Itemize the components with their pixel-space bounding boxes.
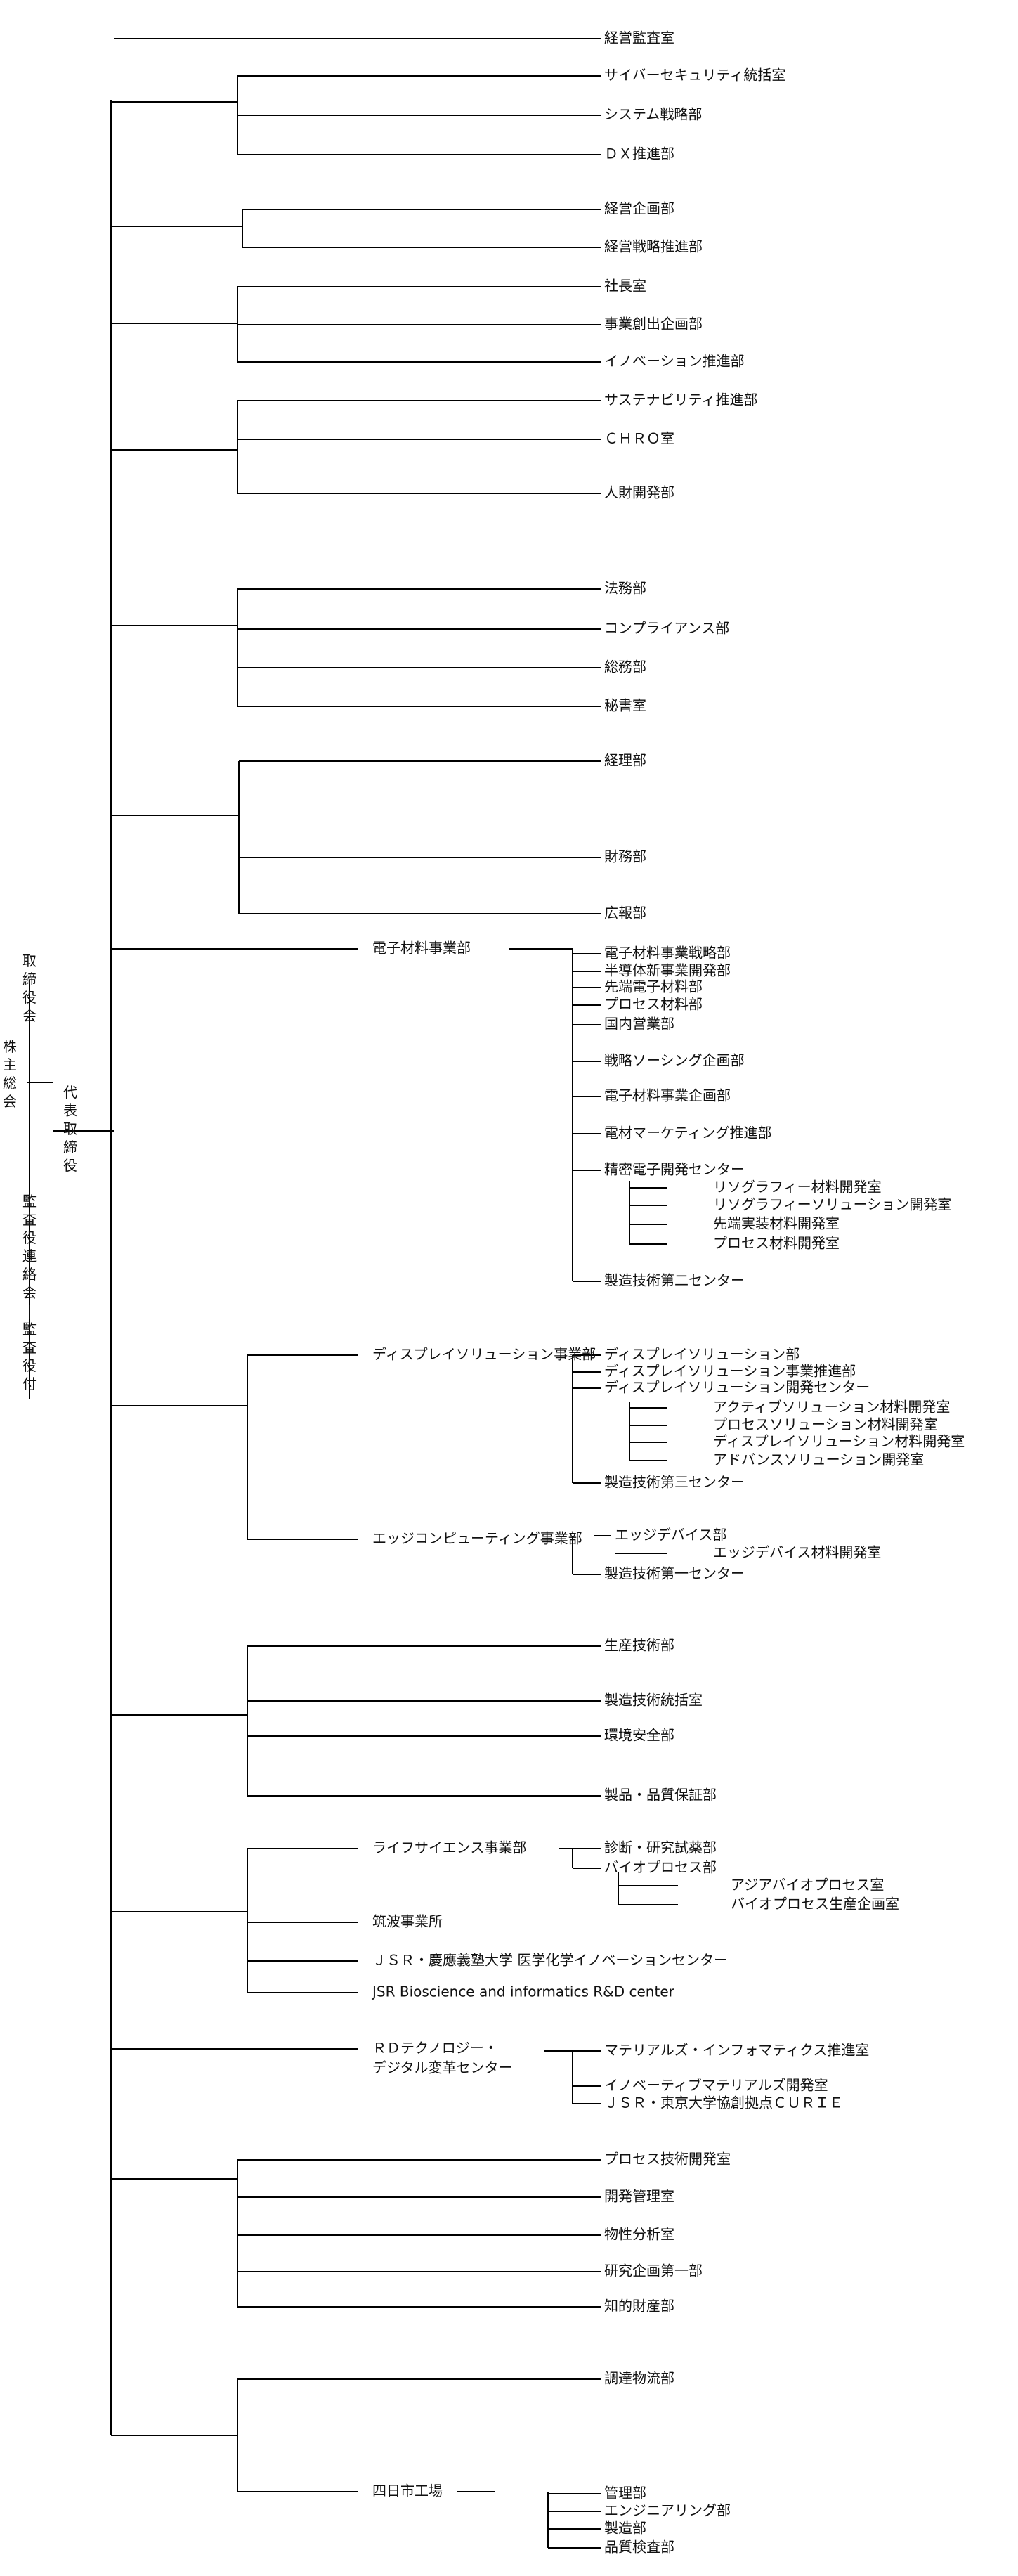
- unit-active: アクティブソリューション材料開発室: [713, 1399, 950, 1416]
- unit-seimitsu: 精密電子開発センター: [604, 1161, 745, 1178]
- unit-shindan: 診断・研究試薬部: [604, 1839, 717, 1856]
- unit-zaimu: 財務部: [604, 848, 646, 865]
- unit-elec-kikaku: 電子材料事業企画部: [604, 1087, 731, 1104]
- unit-seizo-bu: 製造部: [604, 2520, 646, 2537]
- unit-system: システム戦略部: [604, 106, 702, 123]
- unit-hinshitsu-kensa: 品質検査部: [604, 2539, 674, 2556]
- board-label: 取締役会: [22, 952, 37, 1024]
- unit-hinshitsu: 製品・品質保証部: [604, 1787, 717, 1804]
- connector-lines: [27, 38, 678, 2549]
- unit-litho-sol: リソグラフィーソリューション開発室: [713, 1196, 951, 1213]
- representative-label: 代表取締役: [63, 1084, 77, 1174]
- unit-innovation: イノベーション推進部: [604, 353, 745, 370]
- unit-seizo-tokatsu: 製造技術統括室: [604, 1692, 703, 1709]
- unit-keiei-senryaku: 経営戦略推進部: [604, 238, 703, 255]
- unit-keiei-kikaku: 経営企画部: [604, 200, 674, 217]
- unit-process-kaihatsu: プロセス材料開発室: [713, 1235, 840, 1252]
- unit-kankyo: 環境安全部: [604, 1727, 674, 1744]
- unit-disp-bu: ディスプレイソリューション部: [604, 1346, 800, 1363]
- unit-sourcing: 戦略ソーシング企画部: [604, 1052, 745, 1069]
- unit-elec-div: 電子材料事業部: [372, 940, 471, 957]
- unit-seisan-gijutsu: 生産技術部: [604, 1637, 674, 1654]
- unit-rd2: デジタル変革センター: [372, 2059, 513, 2076]
- unit-kenkyu-kikaku: 研究企画第一部: [604, 2263, 703, 2279]
- unit-innov-mat: イノベーティブマテリアルズ開発室: [604, 2077, 828, 2094]
- unit-advance: アドバンスソリューション開発室: [713, 1451, 924, 1468]
- unit-tsukuba: 筑波事業所: [372, 1913, 443, 1930]
- unit-chiteki: 知的財産部: [604, 2298, 674, 2315]
- unit-seizo1: 製造技術第一センター: [604, 1565, 745, 1582]
- unit-process-zairyo: プロセス材料部: [604, 996, 703, 1013]
- unit-seizo2: 製造技術第二センター: [604, 1272, 745, 1289]
- unit-edge-div: エッジコンピューティング事業部: [372, 1530, 582, 1547]
- unit-keiei-kansa: 経営監査室: [604, 30, 674, 46]
- unit-bio-bu: バイオプロセス部: [604, 1859, 717, 1876]
- unit-compliance: コンプライアンス部: [604, 620, 729, 637]
- unit-chotatsu: 調達物流部: [604, 2370, 674, 2387]
- unit-homu: 法務部: [604, 580, 646, 597]
- unit-hisho: 秘書室: [604, 697, 646, 714]
- unit-denzai-mkt: 電材マーケティング推進部: [604, 1125, 771, 1141]
- unit-keio: ＪＳＲ・慶應義塾大学 医学化学イノベーションセンター: [372, 1952, 728, 1969]
- auditors-label: 監査役連絡会|監査役付: [22, 1193, 37, 1392]
- unit-chro: ＣＨＲＯ室: [604, 430, 674, 447]
- unit-disp-suishin: ディスプレイソリューション事業推進部: [604, 1363, 856, 1380]
- unit-bioinfo: JSR Bioscience and informatics R&D cente…: [371, 1983, 675, 2000]
- unit-bio-kikaku: バイオプロセス生産企画室: [731, 1896, 899, 1912]
- unit-shachoshitsu: 社長室: [604, 278, 646, 295]
- unit-curie: ＪＳＲ・東京大学協創拠点ＣＵＲＩＥ: [604, 2095, 843, 2111]
- unit-seizo3: 製造技術第三センター: [604, 1474, 745, 1491]
- unit-somu: 総務部: [604, 659, 646, 675]
- unit-process-gijutsu: プロセス技術開発室: [604, 2151, 731, 2168]
- unit-disp-div: ディスプレイソリューション事業部: [372, 1346, 596, 1363]
- unit-kaihatsu-kanri: 開発管理室: [604, 2188, 674, 2205]
- unit-kanri: 管理部: [604, 2485, 646, 2501]
- unit-process-sol: プロセスソリューション材料開発室: [713, 1416, 938, 1433]
- unit-disp-sol: ディスプレイソリューション材料開発室: [713, 1433, 965, 1450]
- unit-sustain: サステナビリティ推進部: [604, 391, 757, 408]
- unit-keiri: 経理部: [604, 752, 646, 769]
- unit-cyber: サイバーセキュリティ統括室: [604, 67, 785, 84]
- unit-kokunai: 国内営業部: [604, 1016, 674, 1033]
- unit-litho-zai: リソグラフィー材料開発室: [713, 1179, 882, 1196]
- unit-elec-senryaku: 電子材料事業戦略部: [604, 945, 731, 962]
- unit-jigyo-soshutsu: 事業創出企画部: [604, 316, 703, 332]
- unit-dx: ＤＸ推進部: [604, 145, 674, 162]
- unit-mi: マテリアルズ・インフォマティクス推進室: [604, 2042, 869, 2059]
- shareholders-label: 株主総会: [3, 1038, 17, 1110]
- unit-engineering: エンジニアリング部: [604, 2502, 731, 2519]
- unit-yokkaichi: 四日市工場: [372, 2483, 443, 2499]
- unit-life-div: ライフサイエンス事業部: [372, 1839, 526, 1856]
- unit-jinzai: 人財開発部: [604, 484, 674, 501]
- unit-koho: 広報部: [604, 905, 646, 921]
- unit-rd1: ＲＤテクノロジー・: [372, 2040, 498, 2057]
- unit-disp-center: ディスプレイソリューション開発センター: [604, 1379, 870, 1396]
- unit-edge-dev: エッジデバイス部: [615, 1527, 726, 1543]
- unit-sentan-jisso: 先端実装材料開発室: [713, 1215, 840, 1232]
- unit-edge-zai: エッジデバイス材料開発室: [713, 1544, 881, 1561]
- unit-handotai: 半導体新事業開発部: [604, 962, 731, 979]
- unit-bussei: 物性分析室: [604, 2226, 674, 2243]
- unit-sentan-denshi: 先端電子材料部: [604, 978, 703, 995]
- unit-asia-bio: アジアバイオプロセス室: [731, 1877, 884, 1894]
